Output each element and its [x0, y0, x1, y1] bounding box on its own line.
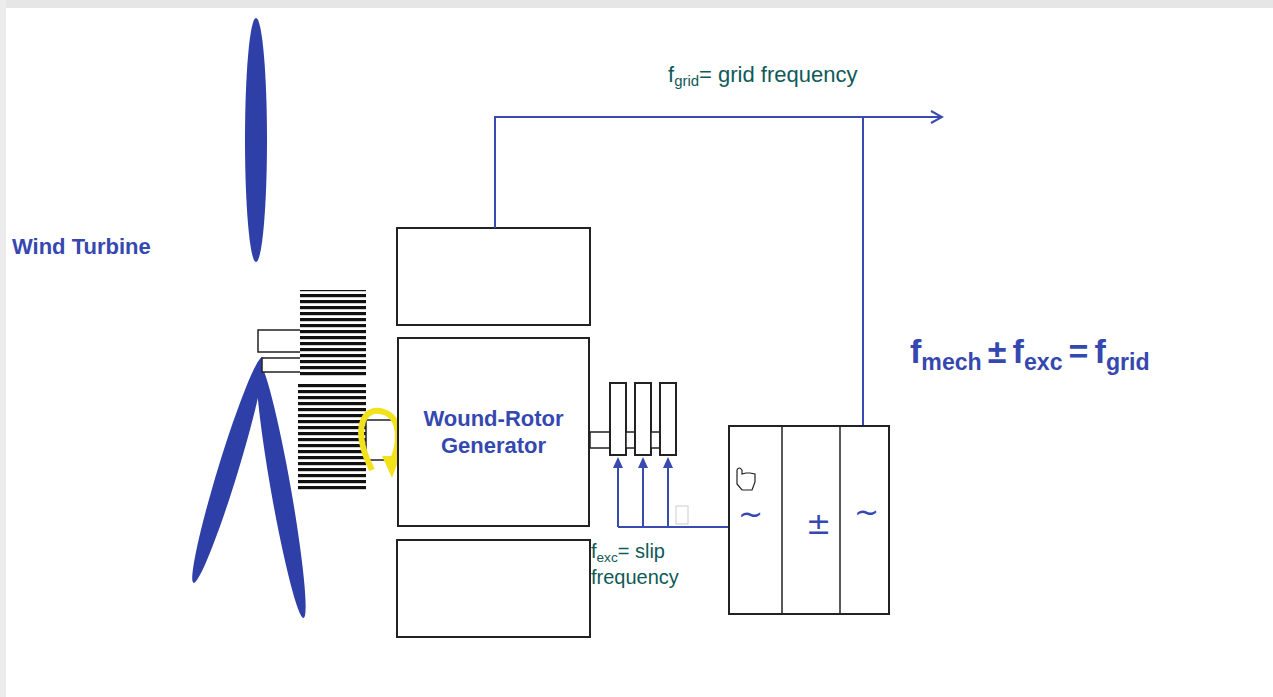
equation: ± [988, 332, 1007, 370]
rotor-wire [667, 462, 669, 527]
converter-symbol: ~ [854, 497, 879, 527]
grid-wire [495, 117, 942, 228]
shaft [590, 432, 612, 448]
converter-box: ~ ± ~ [728, 425, 890, 615]
shaft [258, 330, 302, 352]
slip-ring [610, 383, 626, 455]
part-name: Wind Turbine [12, 234, 151, 259]
signal-label-group: fexc= slip frequency [591, 540, 713, 589]
converter-divider [839, 425, 841, 615]
equation: = [1069, 332, 1089, 370]
signal-label-group: fgrid= grid frequency [668, 62, 998, 90]
node-label: Wound-Rotor Generator [407, 405, 580, 460]
converter-symbol: ~ [738, 499, 763, 529]
turbine-blade [245, 18, 267, 262]
part-name-group: Wind Turbine [12, 234, 182, 259]
rotor-wire [618, 526, 728, 528]
equation: exc [1024, 349, 1063, 375]
slip-ring [660, 383, 676, 455]
equation-group: fmech±fexc=fgrid [910, 332, 1260, 376]
converter-symbol: ± [806, 509, 831, 539]
shaft [262, 358, 302, 372]
slip-ring [635, 383, 651, 455]
gear [298, 382, 366, 490]
equation: mech [921, 349, 981, 375]
stator-box [397, 228, 590, 325]
signal-label: f [668, 62, 674, 87]
equation: grid [1106, 349, 1150, 375]
stator-box [397, 540, 590, 637]
cursor-icon [737, 468, 755, 490]
signal-label: grid [674, 72, 699, 89]
signal-label: = grid frequency [699, 62, 857, 87]
grid-wire [862, 117, 864, 425]
equation: f [1095, 332, 1106, 370]
rotor-wire [617, 462, 619, 527]
gear [300, 290, 366, 378]
rotor-wire [642, 462, 644, 527]
equation: f [1013, 332, 1024, 370]
generator-box: Wound-Rotor Generator [397, 337, 590, 527]
converter-divider [781, 425, 783, 615]
frame-bar [0, 0, 6, 697]
equation: f [910, 332, 921, 370]
terminal [676, 506, 688, 524]
signal-label: f [591, 540, 597, 562]
signal-label: exc [597, 550, 618, 565]
frame-bar [0, 0, 1273, 8]
